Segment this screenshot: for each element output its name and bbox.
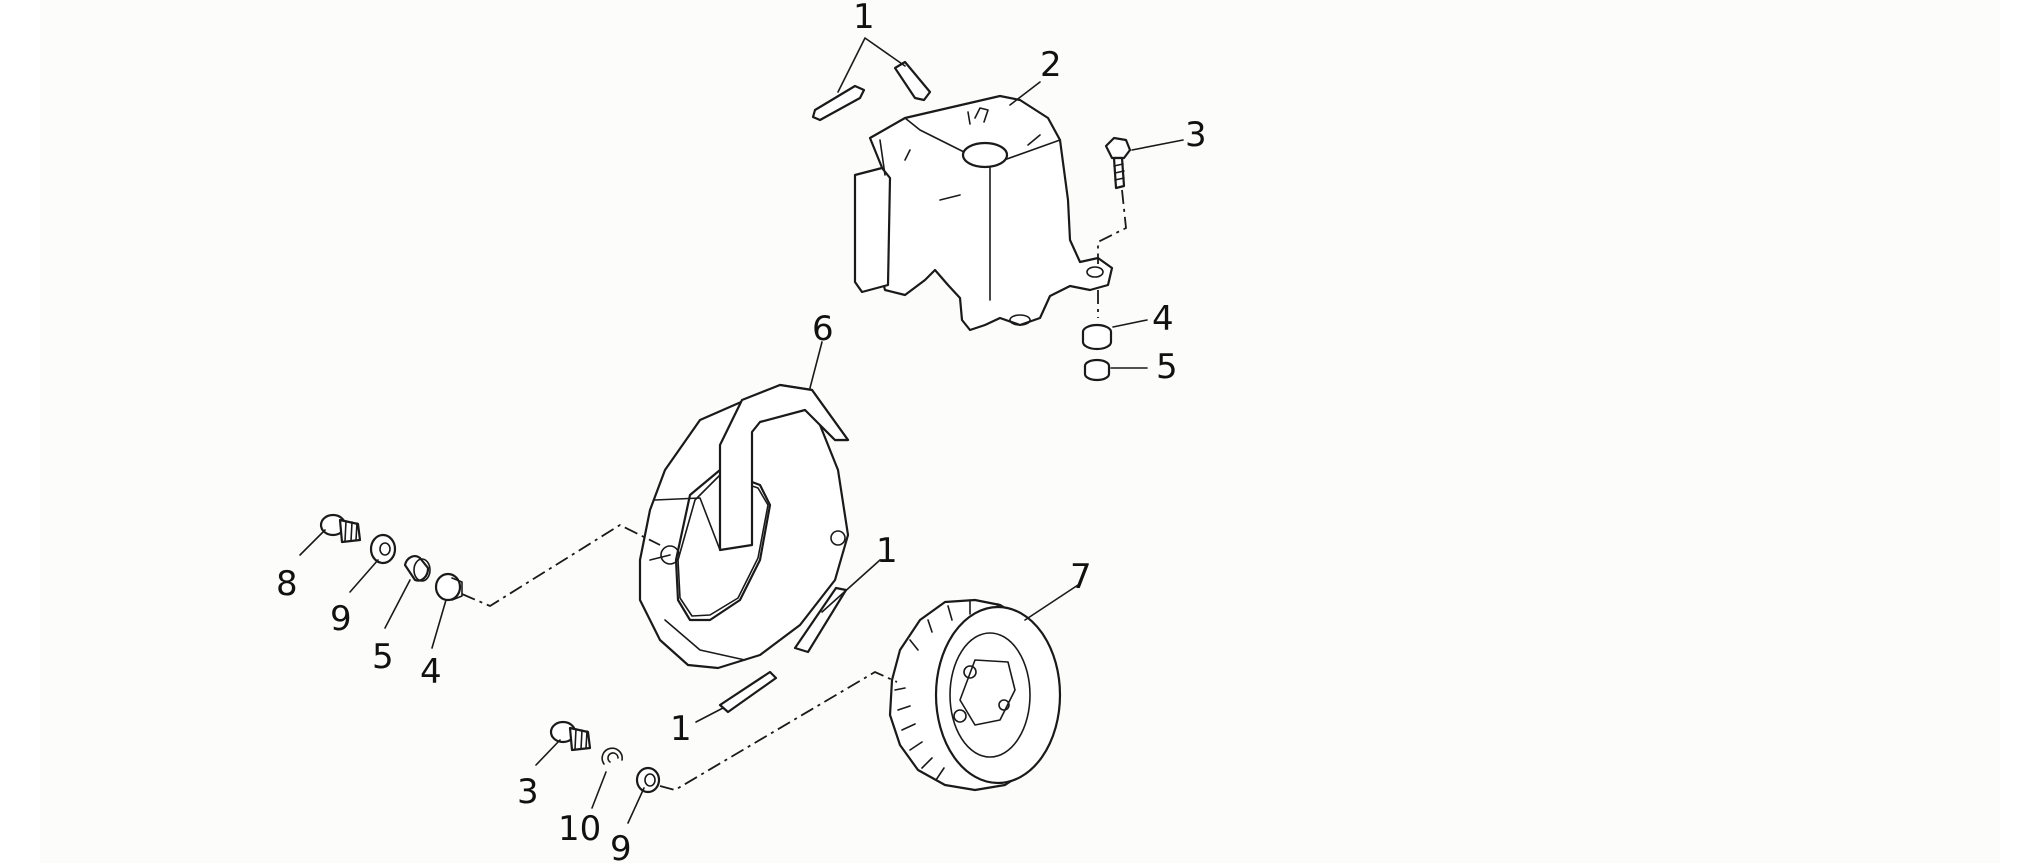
callout-5-upper: 5	[1156, 347, 1178, 387]
callout-3-lower: 3	[517, 772, 539, 812]
bolt-part-left-8	[319, 513, 362, 544]
cover-spark-plug-hole	[961, 141, 1009, 169]
collar-part-left-5	[403, 555, 431, 582]
callout-1-upper: 1	[853, 0, 875, 37]
callout-9-left: 9	[330, 599, 352, 639]
callout-5-left: 5	[372, 637, 394, 677]
pin-part-upper	[811, 60, 932, 122]
callout-1-lower: 1	[670, 709, 692, 749]
callout-2: 2	[1040, 45, 1062, 85]
collar-part-upper	[1083, 358, 1111, 382]
callout-6: 6	[812, 309, 834, 349]
callout-3-upper: 3	[1185, 115, 1207, 155]
callout-1-middle: 1	[876, 531, 898, 571]
callout-9-lower: 9	[610, 829, 632, 863]
callout-4-left: 4	[420, 652, 442, 692]
spring-washer-part-10	[601, 747, 623, 765]
callout-8: 8	[276, 564, 298, 604]
grommet-part-upper	[1081, 323, 1113, 351]
cylinder-cover-part	[853, 94, 1114, 332]
washer-part-left-9	[369, 533, 397, 565]
flywheel-part	[888, 598, 1062, 792]
bolt-part-lower-3	[549, 720, 592, 752]
callout-4-upper: 4	[1152, 299, 1174, 339]
callout-7: 7	[1070, 557, 1092, 597]
fan-housing-part	[638, 383, 850, 670]
bolt-part-upper	[1104, 136, 1132, 190]
grommet-part-left-4	[434, 572, 463, 602]
callout-10: 10	[558, 809, 601, 849]
washer-part-lower-9	[635, 766, 661, 794]
